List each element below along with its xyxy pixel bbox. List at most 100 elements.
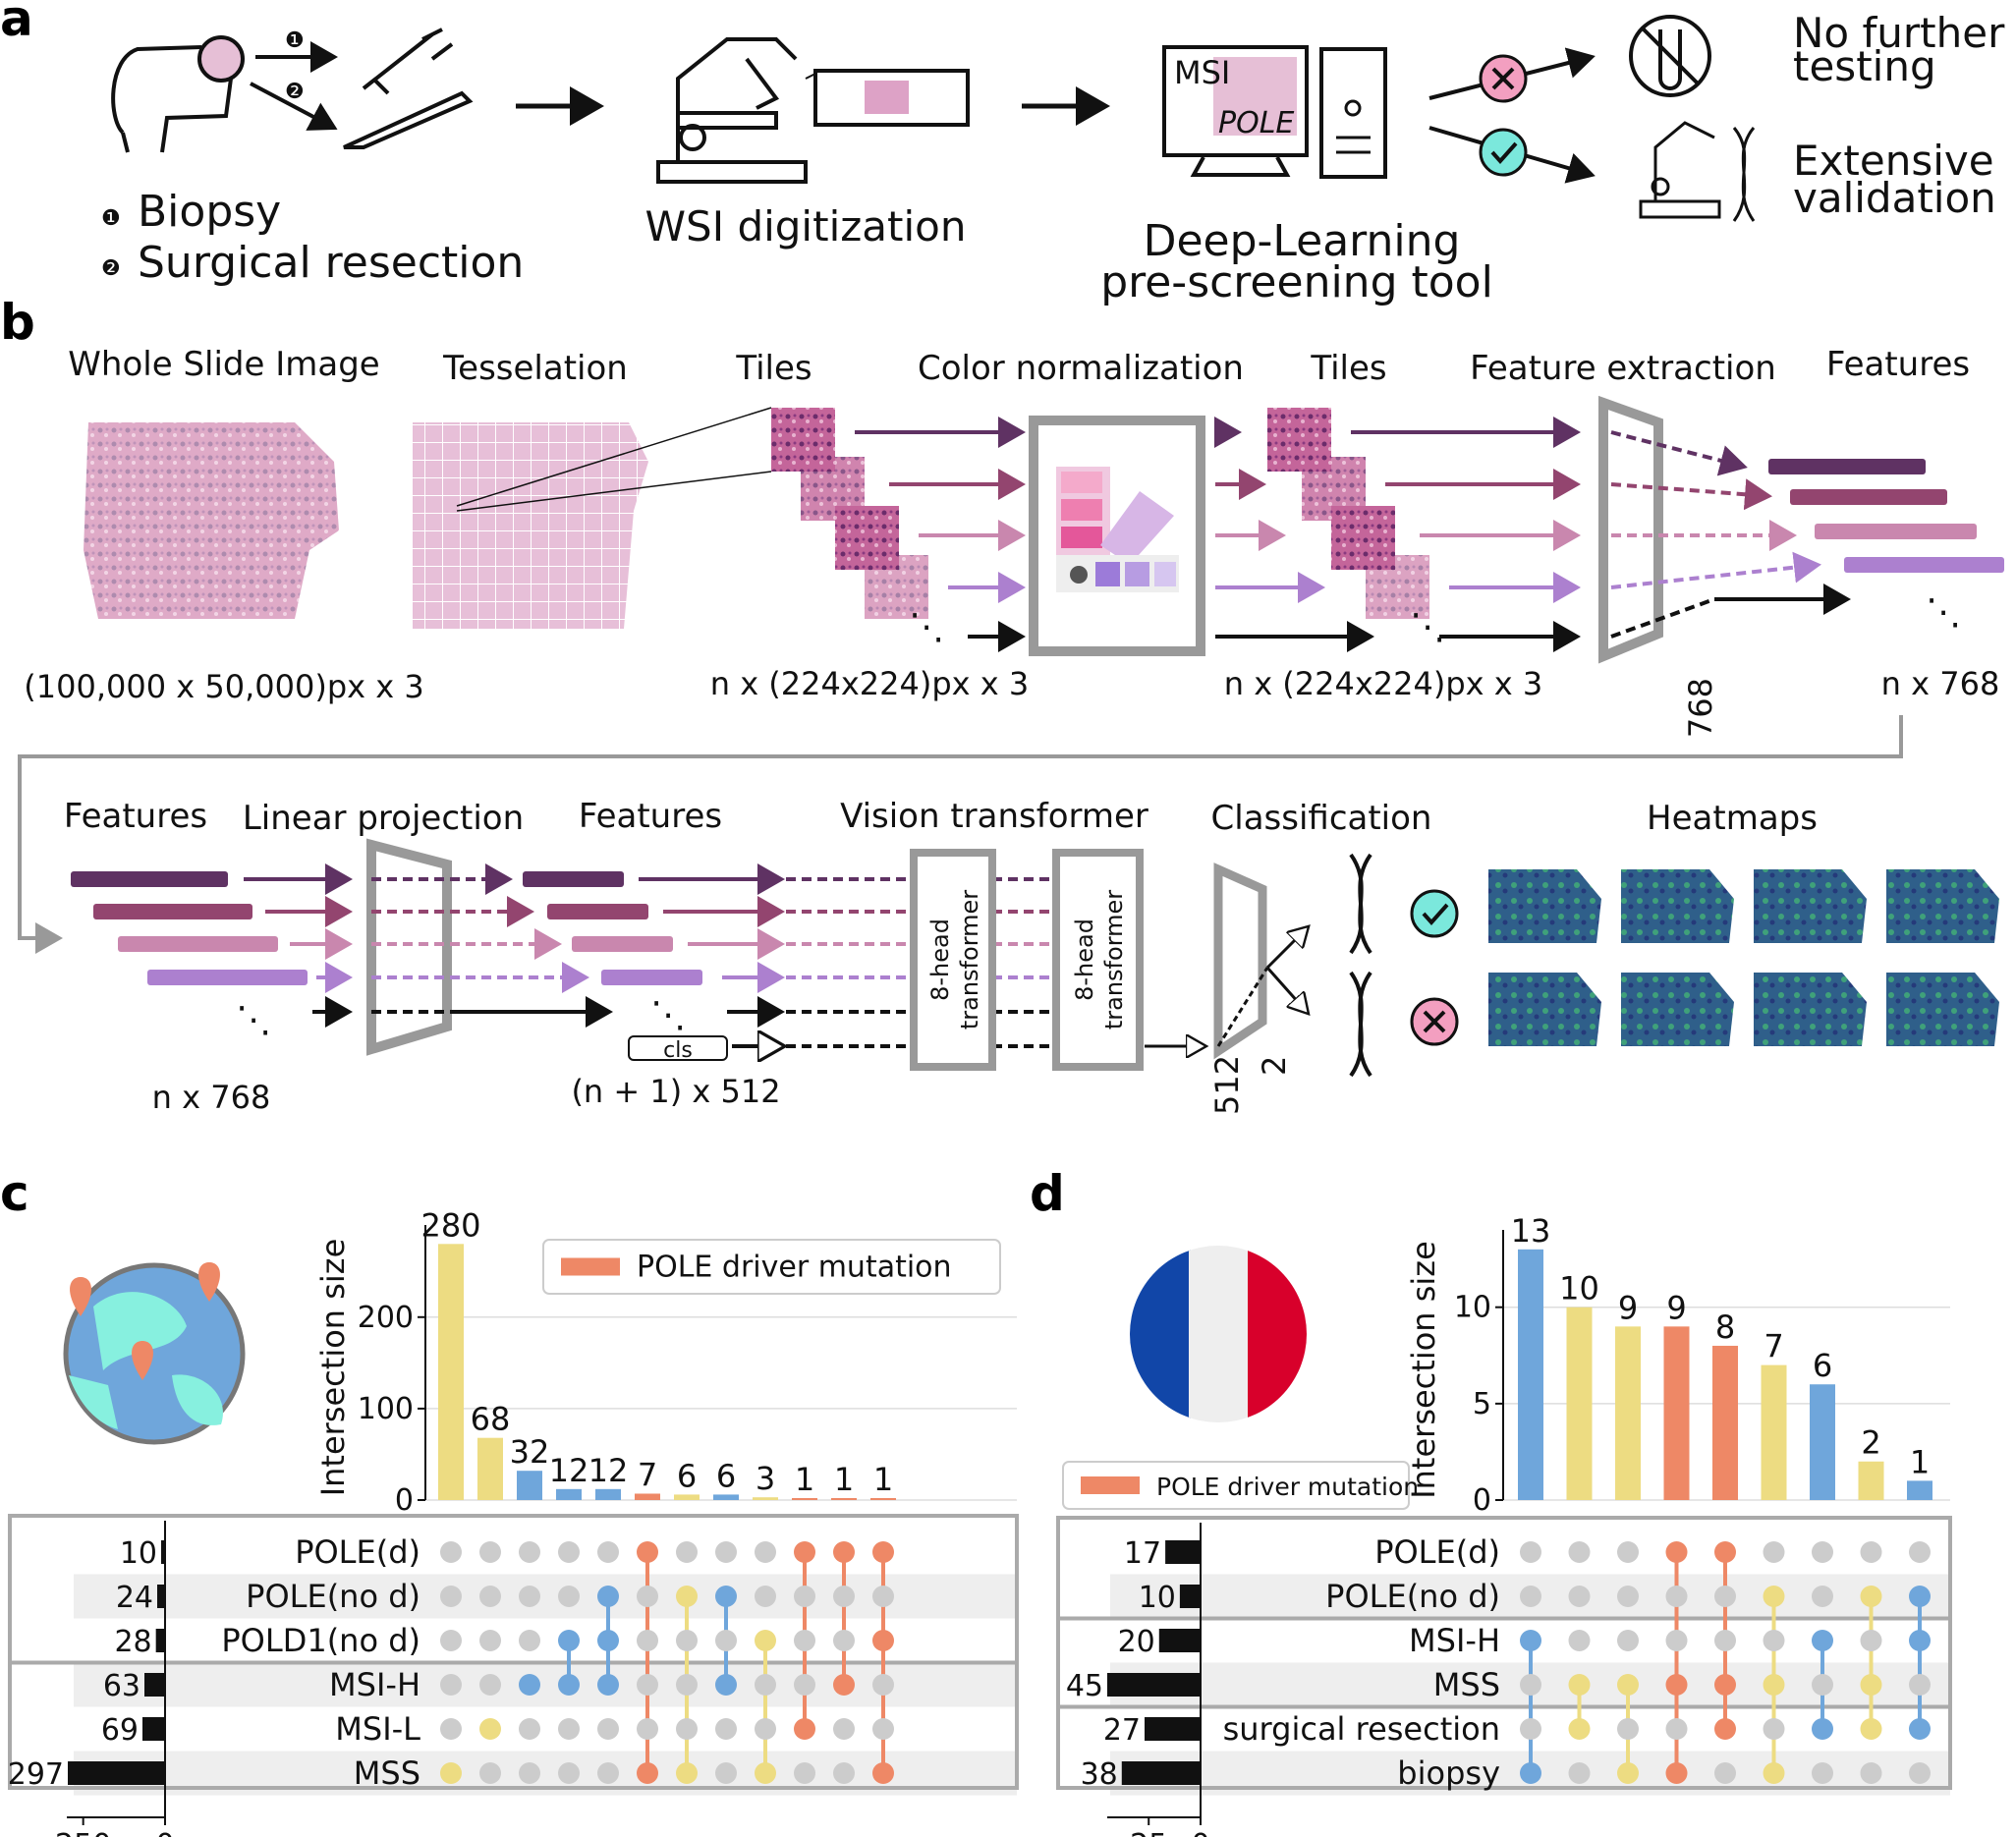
matrix-dot-active (558, 1630, 580, 1651)
biopsy-arrows: ❶ ❷ (250, 28, 338, 131)
set-size-label: 10 (120, 1536, 157, 1571)
matrix-dot (1665, 1718, 1688, 1740)
tiles-size-label-1: n x (224x224)px x 3 (710, 665, 1030, 702)
set-size-label: 38 (1081, 1757, 1118, 1792)
matrix-dot-active (1665, 1541, 1688, 1563)
matrix-dot (794, 1762, 815, 1784)
set-size-tick-label: 25 (1130, 1828, 1167, 1837)
matrix-dot (519, 1718, 540, 1740)
matrix-dot-active (1714, 1718, 1736, 1740)
matrix-dot (794, 1586, 815, 1607)
matrix-dot-active (1763, 1674, 1785, 1696)
bar (1566, 1307, 1593, 1500)
set-size-label: 297 (8, 1757, 64, 1792)
matrix-dot (755, 1718, 776, 1740)
matrix-dot (1617, 1586, 1639, 1607)
matrix-dot (637, 1586, 658, 1607)
matrix-dot (1860, 1630, 1882, 1651)
set-name-label: MSS (1433, 1666, 1500, 1703)
matrix-dot (1568, 1762, 1591, 1784)
matrix-dot (440, 1586, 462, 1607)
bar (1858, 1461, 1884, 1500)
bar (1518, 1249, 1543, 1500)
extract-arrows-out (1610, 430, 1851, 639)
matrix-dot (479, 1630, 501, 1651)
positive-check-icon (1479, 128, 1528, 177)
matrix-dot-active (597, 1630, 619, 1651)
bar (595, 1488, 621, 1500)
bar-value-label: 7 (638, 1456, 657, 1493)
matrix-dot (1617, 1718, 1639, 1740)
colon-icon (111, 35, 245, 153)
bar (713, 1494, 739, 1500)
matrix-dot-active (1568, 1674, 1591, 1696)
matrix-dot (1520, 1586, 1541, 1607)
matrix-dot (558, 1586, 580, 1607)
matrix-dot-active (676, 1586, 698, 1607)
matrix-dot (794, 1674, 815, 1696)
matrix-dot-active (1860, 1718, 1882, 1740)
matrix-dot-active (1617, 1674, 1639, 1696)
n-768-label-bottom: n x 768 (152, 1079, 271, 1116)
classifier-output-arrows (1216, 928, 1307, 1047)
feature-extractor-block (1598, 395, 1663, 664)
bar (477, 1437, 503, 1500)
matrix-dot-active (1714, 1674, 1736, 1696)
legend-step-2: ❷ (101, 256, 121, 281)
matrix-dot (479, 1762, 501, 1784)
tesselation-title: Tesselation (442, 349, 628, 388)
svg-text:⋱: ⋱ (1926, 592, 1961, 633)
bar (635, 1493, 660, 1500)
matrix-dot-active (1909, 1630, 1931, 1651)
transformer-block-1 (910, 849, 996, 1071)
cls-token (628, 1035, 728, 1061)
matrix-dot-active (715, 1586, 737, 1607)
matrix-dot-active (755, 1630, 776, 1651)
set-size-bar (155, 1629, 165, 1652)
matrix-dot (872, 1718, 894, 1740)
feature-bars-3: ⋱ (523, 871, 702, 1035)
matrix-dot-active (1763, 1586, 1785, 1607)
matrix-dot-active (637, 1762, 658, 1784)
matrix-dot (479, 1586, 501, 1607)
bar-value-label: 9 (1618, 1289, 1638, 1326)
matrix-dot-active (872, 1541, 894, 1563)
matrix-dot-active (1860, 1586, 1882, 1607)
lab-dna-icon (1639, 121, 1756, 222)
wsi-digitization-label: WSI digitization (645, 202, 967, 250)
dim-512-label: 512 (1208, 1055, 1246, 1115)
matrix-dot (1812, 1674, 1833, 1696)
matrix-dot (1763, 1541, 1785, 1563)
matrix-dot-active (1520, 1762, 1541, 1784)
feature-bars-1: ⋱ (1768, 459, 2004, 633)
matrix-dot (676, 1718, 698, 1740)
matrix-dot (833, 1762, 855, 1784)
transformer-2-line1: 8-head (1071, 918, 1098, 1001)
matrix-dot (1520, 1674, 1541, 1696)
bar-value-label: 6 (677, 1457, 697, 1494)
matrix-dot (872, 1586, 894, 1607)
step-number-1: ❶ (285, 28, 305, 53)
whole-slide-image (84, 422, 339, 619)
matrix-dot-active (1665, 1674, 1688, 1696)
set-size-tick-label: 0 (155, 1828, 174, 1837)
bar (1712, 1345, 1738, 1500)
matrix-dot-active (1714, 1541, 1736, 1563)
tile-stack-1: ⋱ (771, 408, 944, 647)
matrix-dot (755, 1586, 776, 1607)
matrix-dot (715, 1630, 737, 1651)
matrix-dot-active (479, 1718, 501, 1740)
extensive-label-1: Extensive (1793, 137, 1994, 185)
set-size-bar (144, 1673, 165, 1697)
matrix-dot (1714, 1586, 1736, 1607)
wsi-title: Whole Slide Image (68, 345, 379, 384)
matrix-dot (519, 1586, 540, 1607)
features-title-3: Features (579, 797, 722, 836)
matrix-dot (1860, 1541, 1882, 1563)
bar-value-label: 8 (1715, 1308, 1735, 1346)
heatmaps-title: Heatmaps (1647, 799, 1818, 838)
bar-value-label: 1 (795, 1461, 814, 1498)
biopsy-label: Biopsy (138, 187, 281, 237)
classification-title: Classification (1211, 799, 1432, 838)
